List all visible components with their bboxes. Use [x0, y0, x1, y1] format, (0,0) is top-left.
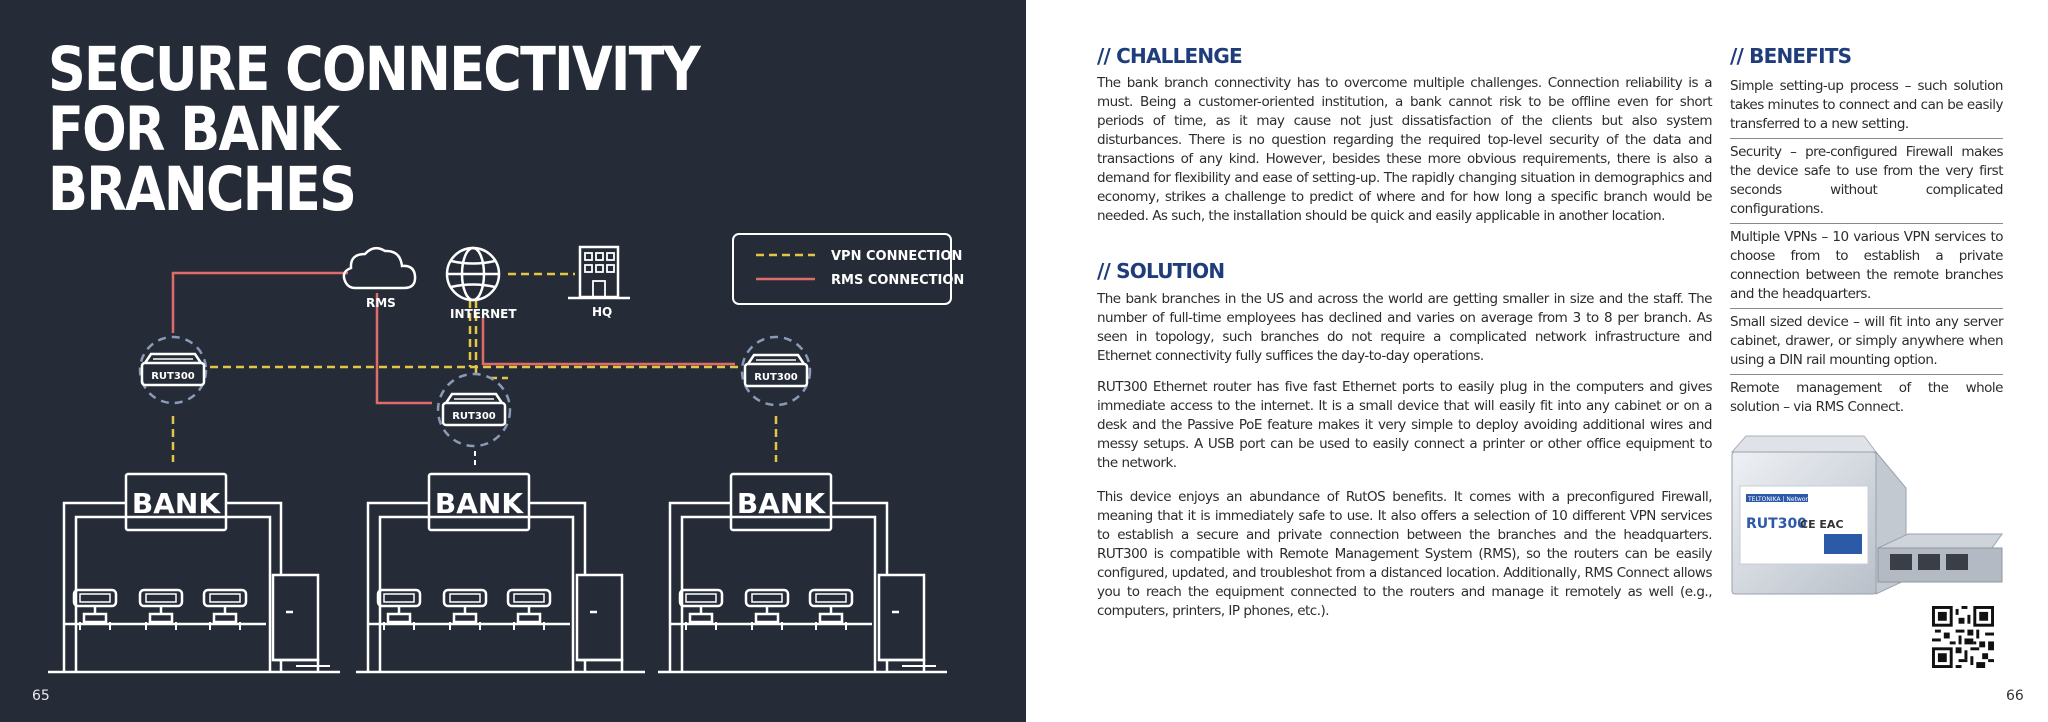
internet-label: INTERNET — [450, 307, 517, 321]
qr-code — [1932, 606, 1994, 668]
device-brand-label: TELTONIKA | Networks — [1747, 496, 1815, 503]
solution-paragraph-3: This device enjoys an abundance of RutOS… — [1097, 489, 1713, 619]
bank-branch-1 — [48, 472, 340, 674]
solution-paragraph-1: The bank branches in the US and across t… — [1097, 291, 1713, 364]
benefit-item: Simple setting-up process – such solutio… — [1730, 77, 2004, 139]
benefits-list: Simple setting-up process – such solutio… — [1730, 77, 2004, 425]
rut300-device-image: TELTONIKA | Networks RUT300 CE EAC — [1730, 435, 2003, 595]
benefit-item: Multiple VPNs – 10 various VPN services … — [1730, 228, 2004, 309]
router-center: RUT300 — [436, 372, 512, 448]
bank-branch-2 — [356, 472, 645, 674]
bank-1-label: BANK — [132, 487, 221, 520]
page-number-right: 66 — [2006, 688, 2024, 704]
device-cert-marks: CE EAC — [1800, 518, 1844, 531]
hq-building-icon — [568, 245, 630, 300]
diagram-legend: VPN CONNECTION RMS CONNECTION — [732, 233, 964, 305]
bank-2-label: BANK — [435, 487, 524, 520]
hq-label: HQ — [592, 305, 612, 319]
router-left: RUT300 — [138, 335, 208, 405]
router-left-label: RUT300 — [151, 371, 195, 382]
solution-heading: // SOLUTION — [1097, 259, 1225, 283]
bank-branch-3 — [658, 472, 947, 674]
benefit-item: Remote management of the whole solution … — [1730, 380, 2004, 415]
solution-paragraph-2: RUT300 Ethernet router has five fast Eth… — [1097, 379, 1713, 471]
legend-vpn-label: VPN CONNECTION — [831, 249, 962, 264]
router-right-label: RUT300 — [754, 372, 798, 383]
right-page: // CHALLENGE The bank branch connectivit… — [1026, 0, 2048, 722]
rms-label: RMS — [366, 296, 396, 310]
network-topology-diagram: VPN CONNECTION RMS CONNECTION RMS — [48, 233, 964, 674]
bank-3-label: BANK — [737, 487, 826, 520]
router-center-label: RUT300 — [452, 411, 496, 422]
page-number-left: 65 — [32, 688, 50, 704]
challenge-heading: // CHALLENGE — [1097, 44, 1243, 68]
benefits-heading: // BENEFITS — [1730, 44, 1852, 68]
rms-cloud-icon — [342, 246, 417, 290]
internet-globe-icon — [445, 246, 501, 302]
router-right: RUT300 — [740, 335, 812, 407]
benefit-item: Security – pre-configured Firewall makes… — [1730, 143, 2004, 224]
benefit-item: Small sized device – will fit into any s… — [1730, 313, 2004, 375]
challenge-text: The bank branch connectivity has to over… — [1097, 75, 1713, 224]
legend-rms-label: RMS CONNECTION — [831, 273, 964, 288]
device-model-label: RUT300 — [1746, 516, 1807, 532]
